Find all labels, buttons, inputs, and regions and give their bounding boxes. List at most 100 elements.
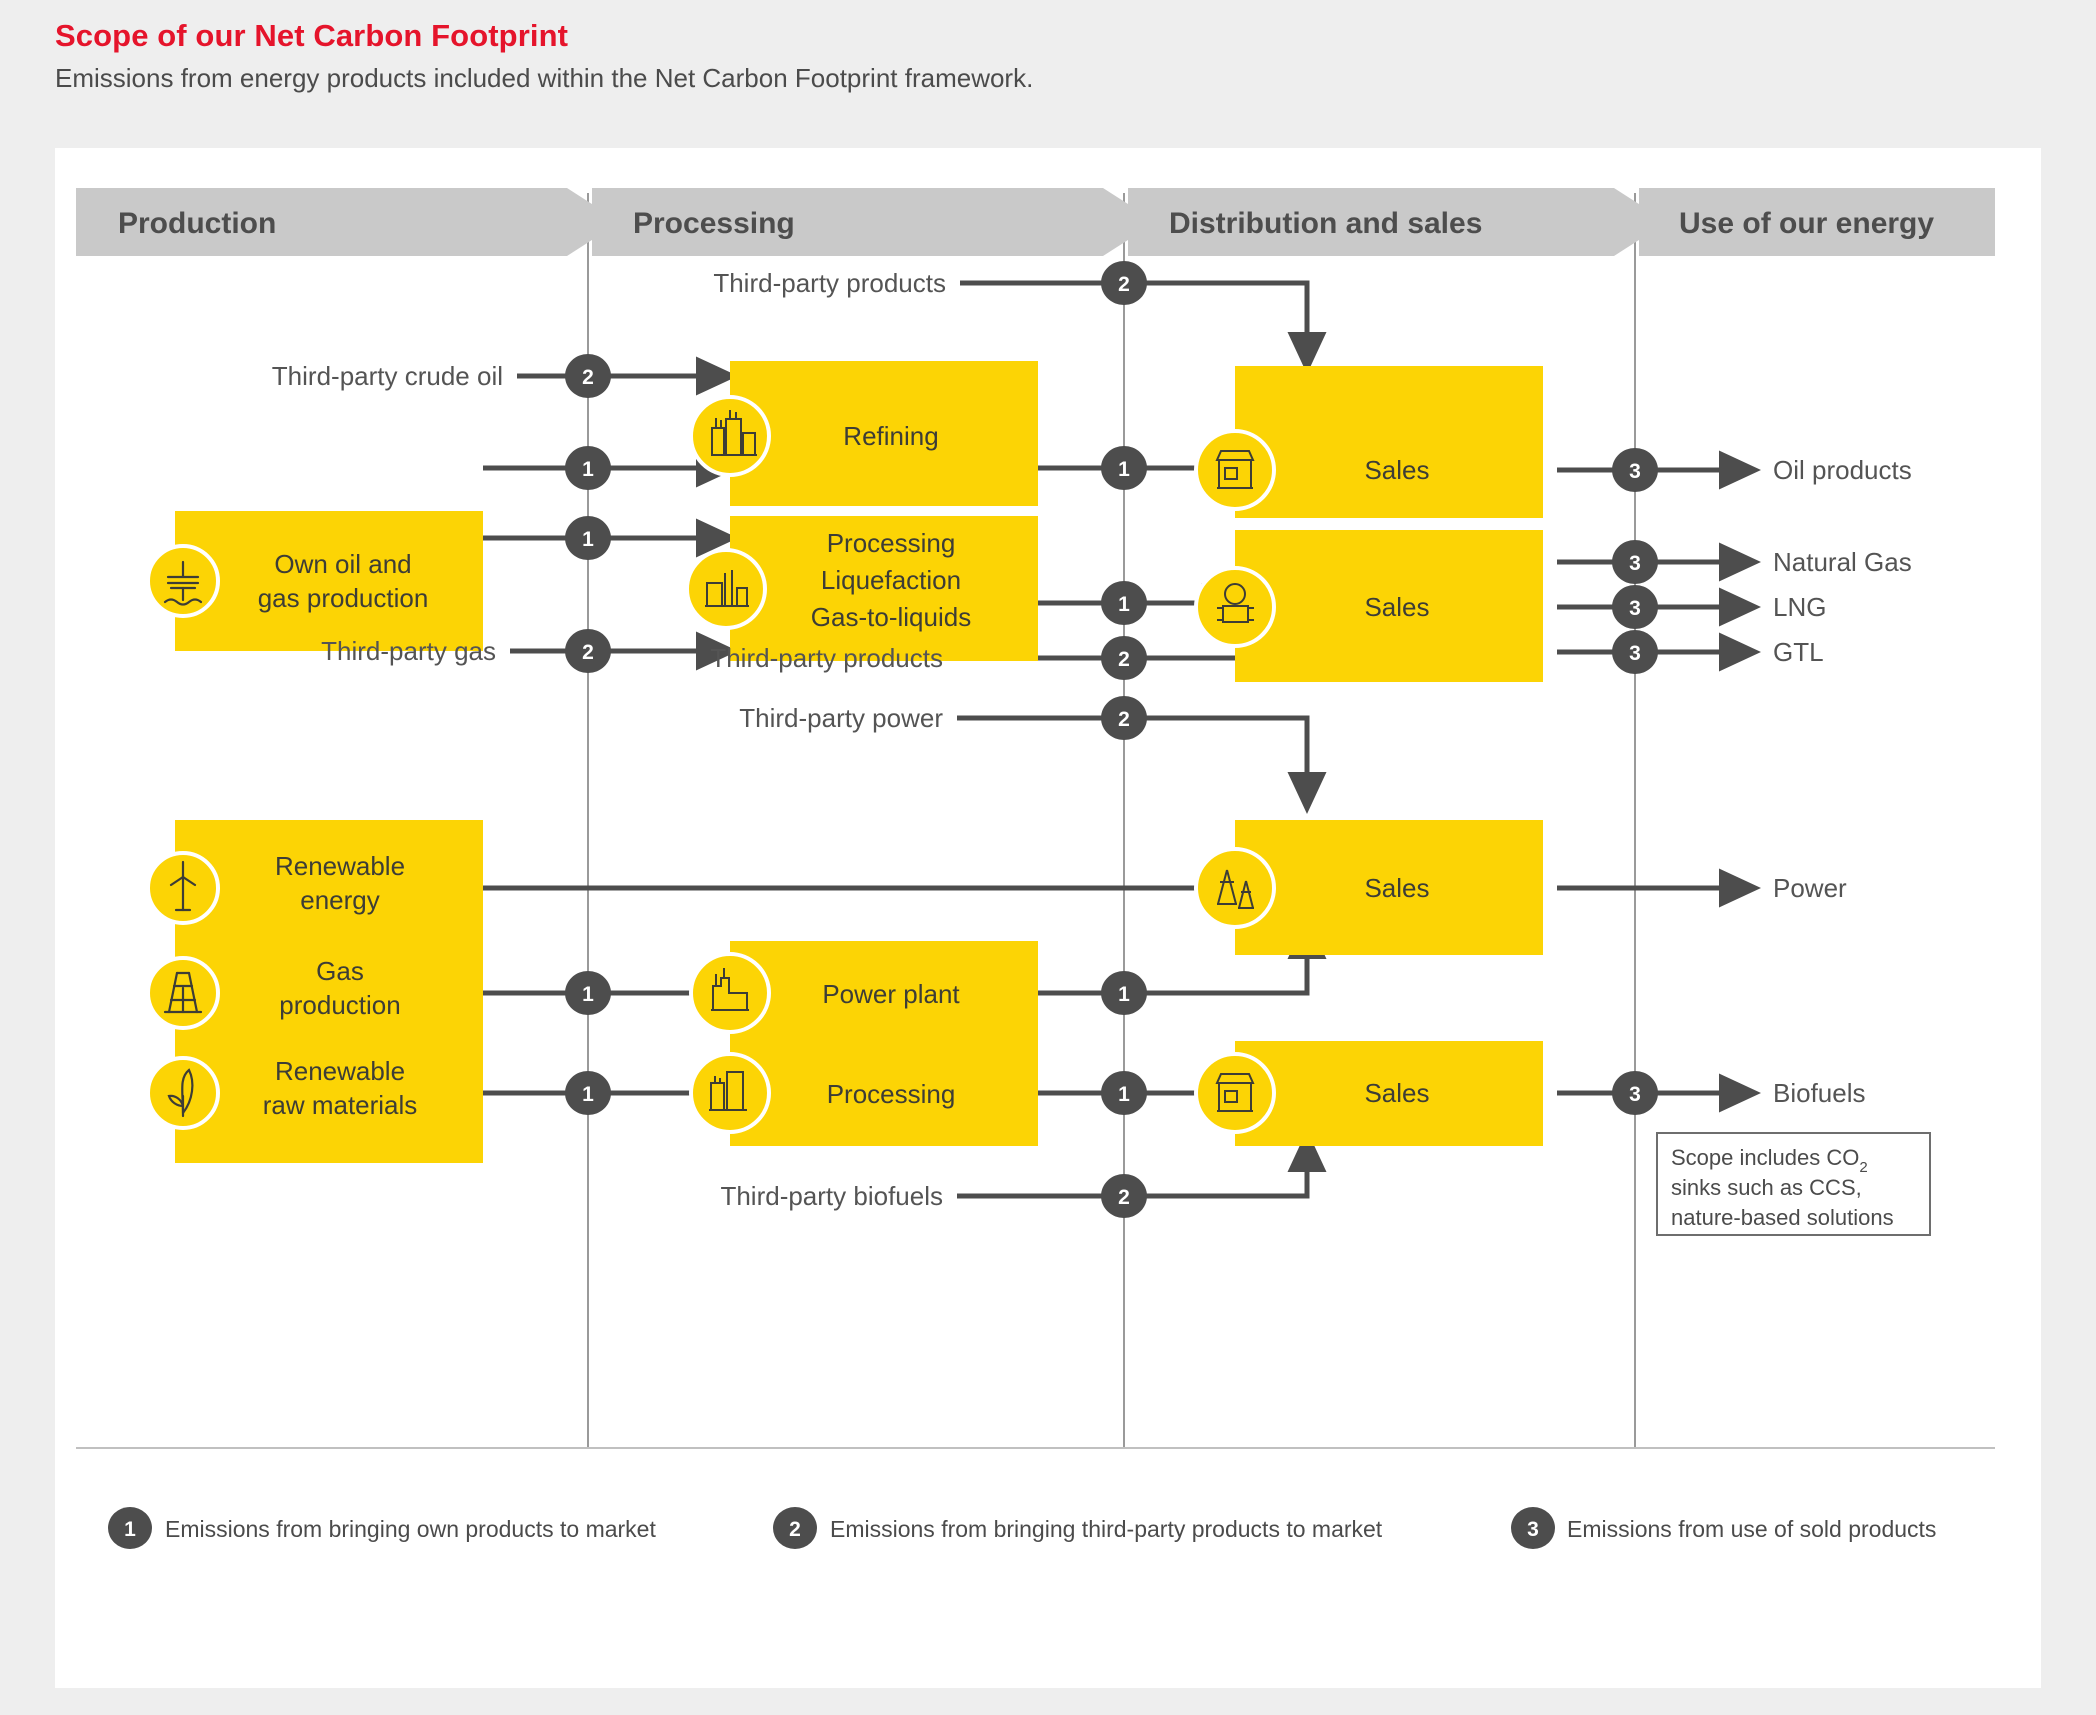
legend-label-2: Emissions from bringing third-party prod…	[830, 1516, 1383, 1542]
badge-own-to-gasprocessing: 1	[565, 516, 611, 560]
flow-diagram: Production Processing Distribution and s…	[76, 188, 1995, 1549]
fuel-station-icon-bg-2	[1194, 1052, 1276, 1134]
scope-note-line2: sinks such as CCS,	[1671, 1175, 1862, 1200]
flow-connectors	[483, 280, 1762, 1199]
oil-platform-icon-bg	[146, 544, 220, 618]
power-plant-icon	[711, 968, 749, 1011]
svg-text:1: 1	[582, 528, 594, 551]
conn-thirdparty-power-to-powersales	[957, 715, 1327, 815]
box-processing-biofuel[interactable]: Processing	[689, 1041, 1038, 1146]
label-output-biofuels: Biofuels	[1773, 1078, 1866, 1108]
legend-item-3: 3 Emissions from use of sold products	[1511, 1507, 1936, 1549]
badge-out-biofuels: 3	[1612, 1071, 1658, 1115]
box-own-oil-gas-production-line1: Own oil and	[274, 549, 411, 579]
box-sales-gas-rect	[1235, 530, 1543, 682]
wind-turbine-icon	[169, 860, 197, 912]
box-sales-gas[interactable]: Sales	[1194, 530, 1543, 682]
box-processing-biofuel-label: Processing	[827, 1079, 956, 1109]
label-output-oil-products: Oil products	[1773, 455, 1912, 485]
diagram-card: Production Processing Distribution and s…	[55, 148, 2041, 1688]
label-thirdparty-power: Third-party power	[739, 703, 943, 733]
badge-rawmat-to-processing: 1	[565, 1071, 611, 1115]
box-own-oil-gas-production[interactable]: Own oil and gas production	[146, 511, 483, 651]
box-renewable-raw-materials-line2: raw materials	[263, 1090, 418, 1120]
badge-out-lng: 3	[1612, 585, 1658, 629]
badge-thirdparty-biofuels: 2	[1101, 1174, 1147, 1218]
page-title: Scope of our Net Carbon Footprint	[55, 18, 569, 53]
badge-out-natural-gas: 3	[1612, 540, 1658, 584]
box-sales-biofuel[interactable]: Sales	[1194, 1041, 1543, 1146]
box-gas-production[interactable]: Gas production	[146, 926, 483, 1061]
svg-text:3: 3	[1527, 1518, 1539, 1541]
stage-label-production: Production	[118, 207, 276, 240]
processing-plant-icon-bg	[689, 1052, 771, 1134]
pylon-icon	[1217, 869, 1254, 909]
box-sales-power-label: Sales	[1364, 873, 1429, 903]
label-output-power: Power	[1773, 873, 1847, 903]
page-subtitle: Emissions from energy products included …	[55, 63, 1034, 93]
box-own-oil-gas-production-rect	[175, 511, 483, 651]
svg-text:3: 3	[1629, 552, 1641, 575]
conn-thirdparty-products-to-oilsales	[960, 280, 1327, 375]
box-gas-production-rect	[175, 926, 483, 1061]
badge-thirdparty-power: 2	[1101, 696, 1147, 740]
box-power-plant-rect	[730, 941, 1038, 1046]
box-power-plant[interactable]: Power plant	[689, 941, 1038, 1046]
gas-meter-icon	[1217, 583, 1254, 623]
box-sales-oil[interactable]: Sales	[1194, 366, 1543, 518]
scope-note-line1: Scope includes CO2	[1671, 1145, 1868, 1176]
page-header: Scope of our Net Carbon Footprint Emissi…	[55, 18, 1033, 94]
box-sales-power[interactable]: Sales	[1194, 820, 1543, 955]
box-processing-liquefaction-gtl[interactable]: Processing Liquefaction Gas-to-liquids	[685, 516, 1038, 661]
svg-text:1: 1	[582, 1083, 594, 1106]
badge-out-gtl: 3	[1612, 630, 1658, 674]
box-own-oil-gas-production-line2: gas production	[258, 583, 429, 613]
svg-text:3: 3	[1629, 460, 1641, 483]
badge-thirdparty-products-top: 2	[1101, 261, 1147, 305]
box-sales-biofuel-rect	[1235, 1041, 1543, 1146]
label-thirdparty-products-top: Third-party products	[713, 268, 946, 298]
fuel-station-icon-2	[1215, 1073, 1255, 1112]
flow-badges: 2 1 1 2 1 1 2	[565, 261, 1658, 1218]
badge-refining-to-sales: 1	[1101, 446, 1147, 490]
box-renewable-energy-line2: energy	[300, 885, 380, 915]
conn-thirdparty-biofuels-to-biofuelsales	[957, 1129, 1327, 1199]
box-processing-biofuel-rect	[730, 1041, 1038, 1146]
svg-text:2: 2	[1118, 648, 1130, 671]
legend-badge-3	[1511, 1507, 1555, 1549]
label-thirdparty-products-mid: Third-party products	[710, 643, 943, 673]
legend-label-3: Emissions from use of sold products	[1567, 1516, 1936, 1542]
box-refining-rect	[730, 361, 1038, 506]
stage-dividers	[587, 193, 1636, 1448]
box-processing-line1: Processing	[827, 528, 956, 558]
stage-bar-use	[1639, 188, 1995, 256]
box-power-plant-label: Power plant	[822, 979, 960, 1009]
badge-thirdparty-gas: 2	[565, 629, 611, 673]
box-renewable-raw-materials[interactable]: Renewable raw materials	[146, 1041, 483, 1163]
box-processing-line2: Liquefaction	[821, 565, 961, 595]
box-renewable-raw-materials-line1: Renewable	[275, 1056, 405, 1086]
stage-bar-processing	[592, 188, 1156, 256]
legend-badge-2	[773, 1507, 817, 1549]
svg-text:2: 2	[1118, 708, 1130, 731]
label-output-gtl: GTL	[1773, 637, 1824, 667]
box-refining[interactable]: Refining	[689, 361, 1038, 506]
fuel-station-icon	[1215, 450, 1255, 489]
label-output-natural-gas: Natural Gas	[1773, 547, 1912, 577]
refinery-icon-bg	[689, 395, 771, 477]
stage-bar-distribution	[1128, 188, 1667, 256]
svg-text:1: 1	[1118, 983, 1130, 1006]
stage-label-distribution: Distribution and sales	[1169, 207, 1482, 240]
box-sales-gas-label: Sales	[1364, 592, 1429, 622]
legend-badge-1	[108, 1507, 152, 1549]
svg-text:2: 2	[582, 366, 594, 389]
badge-out-oil-products: 3	[1612, 448, 1658, 492]
stage-label-use: Use of our energy	[1679, 207, 1934, 240]
box-refining-label: Refining	[843, 421, 938, 451]
svg-text:1: 1	[124, 1518, 136, 1541]
stage-bar-production	[76, 188, 620, 256]
box-sales-oil-label: Sales	[1364, 455, 1429, 485]
legend-item-2: 2 Emissions from bringing third-party pr…	[773, 1507, 1383, 1549]
svg-text:3: 3	[1629, 1083, 1641, 1106]
svg-text:1: 1	[582, 983, 594, 1006]
